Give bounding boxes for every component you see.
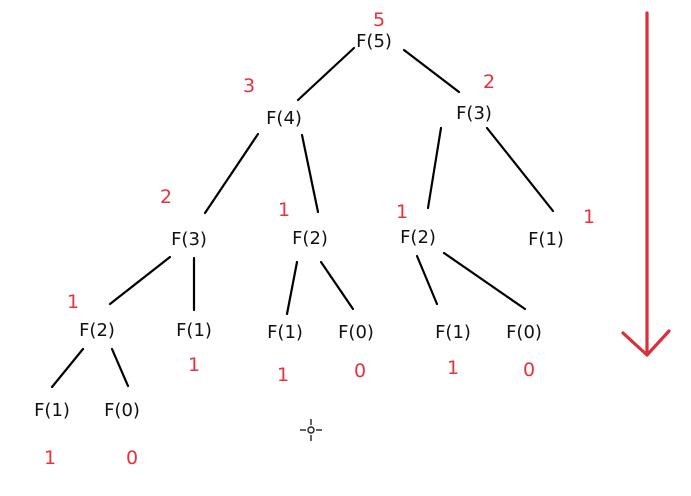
- node-f2-left: F(2): [79, 320, 115, 341]
- value-f5: 5: [373, 9, 385, 31]
- node-f3-top: F(3): [456, 103, 492, 124]
- value-f1-right: 1: [583, 206, 595, 228]
- value-f2-mid: 1: [278, 199, 290, 221]
- node-f1-d: F(1): [34, 400, 70, 421]
- edge-f3-f1: [485, 126, 555, 213]
- node-f1-c: F(1): [435, 322, 471, 343]
- value-f3-left: 2: [160, 186, 172, 208]
- value-f0-c: 0: [523, 359, 535, 381]
- tree-edges: [50, 46, 555, 389]
- edge-f2m-f0: [319, 260, 355, 311]
- arrow-head: [621, 329, 671, 357]
- value-f2-right: 1: [396, 201, 408, 223]
- node-f3-left: F(3): [171, 229, 207, 250]
- node-f0-d: F(0): [104, 400, 140, 421]
- edge-f3l-f2: [108, 255, 172, 306]
- node-f0-c: F(0): [506, 322, 542, 343]
- edge-f4-f2: [300, 133, 320, 214]
- node-f5: F(5): [356, 31, 392, 52]
- value-f1-b: 1: [277, 364, 289, 386]
- node-f1-right: F(1): [528, 229, 564, 250]
- value-f1-a: 1: [188, 354, 200, 376]
- edge-f2r-f1: [415, 254, 439, 306]
- value-f1-c: 1: [447, 357, 459, 379]
- value-f1-d: 1: [44, 447, 56, 469]
- edge-f2r-f0: [442, 251, 527, 311]
- edge-f2m-f1: [285, 260, 299, 316]
- value-f3-top: 2: [483, 71, 495, 93]
- node-f4: F(4): [266, 108, 302, 129]
- node-values: 5 3 2 2 1 1 1 1 1 1 0 1 0 1 0: [44, 9, 595, 469]
- crosshair-cursor-icon: [300, 419, 322, 441]
- value-f0-d: 0: [126, 447, 138, 469]
- node-f2-mid: F(2): [292, 228, 328, 249]
- edge-f4-f3: [203, 132, 260, 215]
- edge-f5-f4: [296, 46, 356, 102]
- value-f2-left: 1: [67, 291, 79, 313]
- edge-f3-f2: [426, 126, 443, 210]
- edge-f2l-f0: [110, 347, 130, 388]
- edge-f2l-f1: [50, 347, 85, 389]
- down-arrow-icon: [621, 11, 671, 357]
- value-f4: 3: [243, 75, 255, 97]
- node-f1-a: F(1): [176, 320, 212, 341]
- value-f0-b: 0: [354, 360, 366, 382]
- node-f2-right: F(2): [400, 227, 436, 248]
- tree-nodes: F(5) F(4) F(3) F(3) F(2) F(2) F(1) F(2) …: [34, 31, 564, 421]
- node-f1-b: F(1): [267, 322, 303, 343]
- node-f0-b: F(0): [338, 322, 374, 343]
- edge-f5-f3: [402, 48, 461, 94]
